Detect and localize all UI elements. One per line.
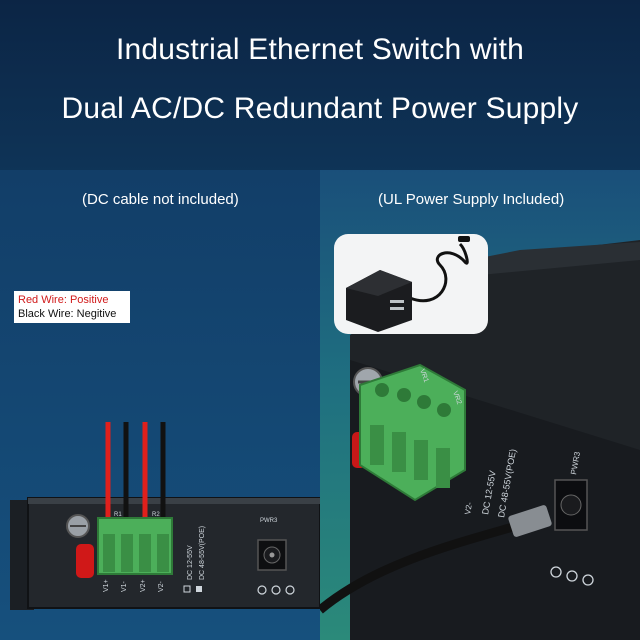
terminal-label-v2n: V2-: [158, 580, 165, 592]
wire-color-legend: Red Wire: Positive Black Wire: Negitive: [14, 291, 130, 323]
black-wire-label: Black Wire: Negitive: [18, 308, 117, 320]
left-caption: (DC cable not included): [82, 191, 239, 208]
right-caption: (UL Power Supply Included): [378, 191, 565, 208]
terminal-label-v2p: V2+: [140, 579, 147, 592]
red-ring-terminal: [76, 544, 94, 578]
left-power-text-2: DC 48-55V(POE): [199, 526, 206, 580]
adapter-cord: [409, 242, 469, 303]
rail-label-r1: R1: [114, 512, 122, 518]
headline-line-1: Industrial Ethernet Switch with: [115, 33, 525, 66]
right-device-illustration: VR1 VR2 V2- DC 12-55V DC 48-55V(POE) PWR…: [320, 234, 640, 640]
right-rail-label-2: VR2: [451, 390, 462, 405]
headline-line-2: Dual AC/DC Redundant Power Supply: [61, 92, 579, 125]
left-power-text-1: DC 12-55V: [187, 545, 194, 580]
rail-label-r2: R2: [152, 512, 160, 518]
red-wire-label: Red Wire: Positive: [18, 294, 109, 306]
right-terminal-text: V2-: [463, 501, 474, 515]
terminal-label-v1n: V1-: [121, 580, 128, 592]
dc-plug: [508, 505, 552, 537]
left-device-illustration: V1+ V1- V2+ V2- R1 R2 DC 12-55V DC 48-55…: [10, 422, 320, 610]
right-rail-label-1: VR1: [418, 368, 429, 383]
right-port-label: PWR3: [569, 450, 582, 475]
dc-cable: [320, 517, 532, 614]
left-port-label: PWR3: [260, 518, 278, 524]
terminal-label-v1p: V1+: [103, 579, 110, 592]
